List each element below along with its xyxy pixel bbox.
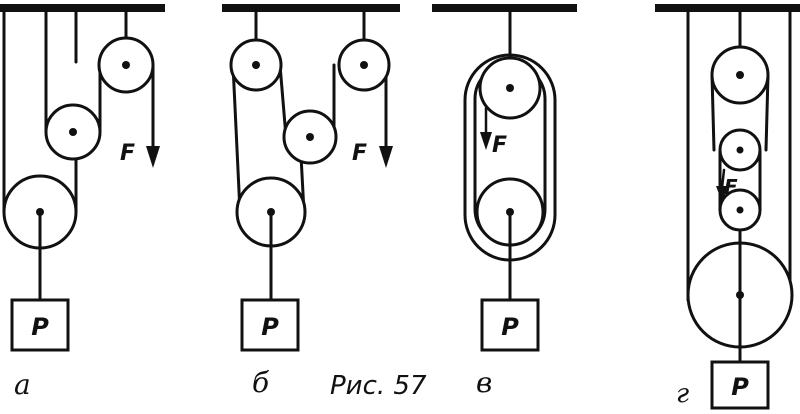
pulley-a-middle-axle <box>69 128 77 136</box>
rope-b-4 <box>278 63 288 139</box>
panel-letter-a: а <box>14 368 31 401</box>
force-label-b: F <box>352 141 367 166</box>
rope-g-inner-left-top <box>710 73 716 152</box>
force-arrow-a <box>146 146 160 168</box>
ceiling-g <box>655 4 800 12</box>
load-box-b <box>240 298 300 352</box>
pulley-a-top-axle <box>122 61 130 69</box>
panel-g: F P г <box>655 4 800 410</box>
ceiling-a <box>0 4 165 12</box>
force-label-g: F <box>724 175 738 199</box>
pulley-g-second-axle <box>736 146 744 154</box>
panel-a: P F а <box>0 4 165 401</box>
figure-caption: Рис. 57 <box>330 371 427 401</box>
ceiling-b <box>222 4 400 12</box>
force-label-a: F <box>120 141 135 166</box>
pulley-b-top-left-axle <box>252 61 260 69</box>
panel-letter-b: б <box>252 366 270 399</box>
load-box-a <box>10 298 70 352</box>
force-arrow-b <box>379 146 393 168</box>
force-label-v: F <box>492 133 507 158</box>
pulley-b-middle-axle <box>306 133 314 141</box>
pulley-v-top-axle <box>506 84 514 92</box>
panel-b: P F б <box>222 4 400 399</box>
force-arrow-v <box>480 132 492 150</box>
rope-b-3 <box>231 63 242 214</box>
load-box-g <box>710 360 770 410</box>
load-box-v <box>480 298 540 352</box>
ceiling-v <box>432 4 577 12</box>
load-label-b: P <box>261 313 279 341</box>
rope-g-pull <box>720 168 726 190</box>
panel-v: F P в <box>432 4 577 399</box>
pulley-b-top-right-axle <box>360 61 368 69</box>
load-label-v: P <box>501 313 519 341</box>
force-arrow-g <box>716 186 728 202</box>
panel-letter-g: г <box>676 379 689 409</box>
rope-g-inner-right-top <box>764 73 770 152</box>
pulley-g-top-axle <box>736 71 744 79</box>
load-label-a: P <box>31 313 49 341</box>
pulley-g-third-axle <box>736 206 744 214</box>
load-label-g: P <box>731 373 749 401</box>
panel-letter-v: в <box>476 366 492 399</box>
